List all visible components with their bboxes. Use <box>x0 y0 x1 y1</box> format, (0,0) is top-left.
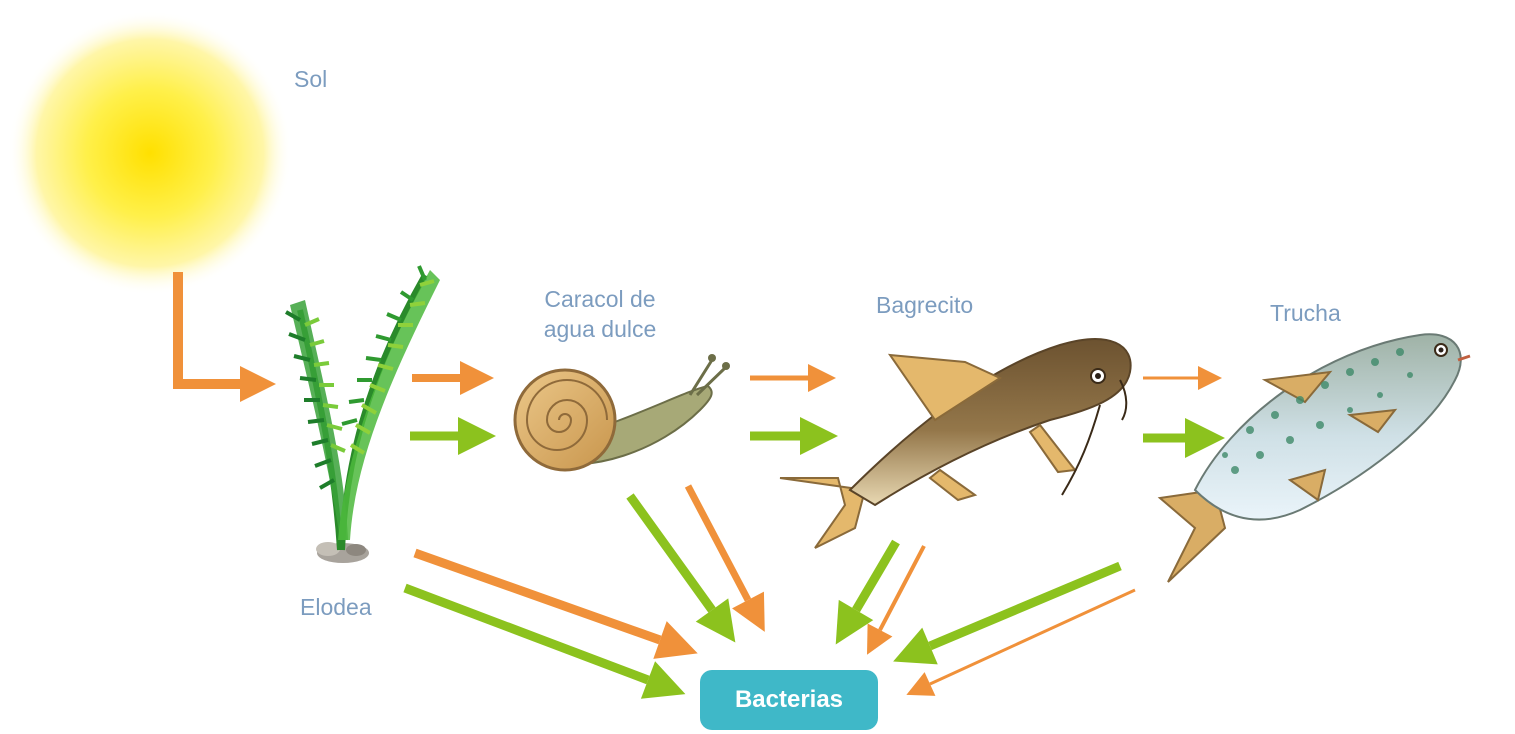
arrow-plant-to-snail-matter <box>410 417 496 455</box>
snail-label: Caracol de agua dulce <box>520 284 680 344</box>
sun-label: Sol <box>294 64 327 94</box>
trout-label: Trucha <box>1270 298 1341 328</box>
arrow-plant-to-snail-energy <box>412 361 494 395</box>
arrow-snail-to-catfish-energy <box>750 364 836 392</box>
bacteria-node: Bacterias <box>700 670 878 730</box>
arrow-snail-to-bacteria-matter <box>630 496 735 642</box>
snail-icon <box>515 354 730 470</box>
arrow-catfish-to-trout-energy <box>1143 366 1222 390</box>
elodea-icon <box>286 266 440 563</box>
bacteria-label: Bacterias <box>735 686 843 714</box>
arrow-plant-to-bacteria-matter <box>405 588 685 699</box>
sun-node <box>8 11 292 295</box>
catfish-label: Bagrecito <box>876 290 973 320</box>
arrow-sun-to-plant-energy <box>178 272 276 402</box>
catfish-icon <box>780 339 1131 548</box>
arrow-catfish-to-trout-matter <box>1143 418 1225 458</box>
elodea-label: Elodea <box>300 592 372 622</box>
sun-icon <box>8 11 292 295</box>
arrow-snail-to-catfish-matter <box>750 417 838 455</box>
arrow-catfish-to-bacteria-matter <box>836 542 896 644</box>
